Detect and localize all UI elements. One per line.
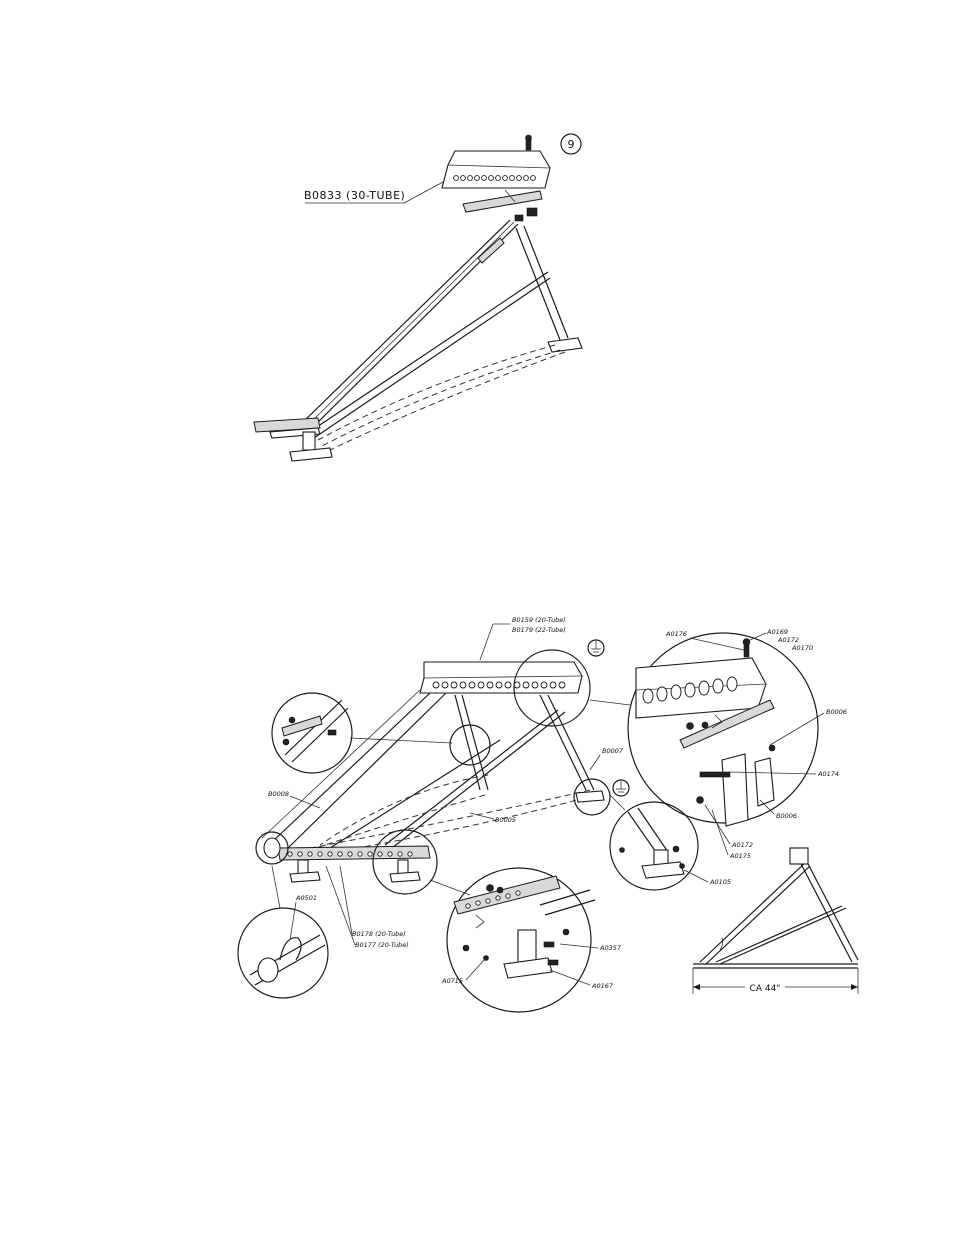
label-b0007: B0007	[602, 747, 624, 755]
ground-symbol-bottom	[612, 779, 630, 797]
detail-circle-rear-foot	[573, 778, 611, 816]
label-a0501: A0501	[295, 894, 317, 902]
base-rail-holes	[287, 851, 413, 857]
step-number: 9	[568, 138, 575, 151]
label-a0176: A0176	[665, 630, 687, 638]
label-b0006-detail-bottom: B0006	[776, 812, 797, 820]
manifold-header	[441, 134, 551, 189]
bottom-rail	[253, 417, 333, 462]
label-b0178: B0178 (20-Tube)	[352, 930, 406, 938]
header-tube-ports	[432, 681, 566, 689]
label-a0172-top: A0172	[777, 636, 799, 644]
top-figure: 9 B0833 (30-TUBE)	[253, 133, 583, 462]
step-number-badge: 9	[560, 133, 582, 155]
label-b0179: B0179 (22-Tube)	[512, 626, 566, 634]
base-rail	[277, 845, 431, 883]
label-a0169: A0169	[766, 628, 788, 636]
bottom-dashed-lines	[299, 774, 596, 857]
side-elevation-view: CA 44"	[692, 847, 859, 994]
label-b0005-brace: B0005	[495, 816, 516, 824]
detail-header-mount	[589, 632, 819, 827]
ground-dashed-lines	[317, 344, 566, 451]
label-a0170: A0170	[791, 644, 813, 652]
label-b0008: B0008	[268, 790, 289, 798]
label-a0715: A0715	[441, 977, 463, 985]
detail-rail-bracket-topleft	[271, 692, 453, 774]
top-rail-bracket	[462, 189, 543, 222]
detail-header-ports	[642, 676, 738, 704]
detail-tube-clip: A0501	[237, 865, 329, 999]
detail-circle-tube-end	[255, 831, 289, 865]
detail-circle-header	[513, 649, 591, 727]
label-a0105: A0105	[709, 878, 731, 886]
label-a0357: A0357	[599, 944, 622, 952]
label-a0174: A0174	[817, 770, 839, 778]
detail-rear-foot	[609, 794, 699, 891]
base-foot-detail-holes	[465, 890, 521, 909]
ground-symbol-top	[587, 639, 605, 657]
label-b0006-detail-top: B0006	[826, 708, 847, 716]
main-header-manifold	[419, 661, 583, 694]
detail-circle-rail-bolt	[449, 724, 491, 766]
label-a0175: A0175	[729, 852, 751, 860]
label-a0172-bottom: A0172	[731, 841, 753, 849]
header-callout-label: B0833 (30-TUBE)	[304, 189, 405, 202]
long-rail-left	[261, 689, 447, 849]
support-rails	[329, 694, 595, 849]
bottom-figure: B0159 (20-Tube) B0179 (22-Tube)	[237, 616, 859, 1013]
rear-leg	[515, 225, 583, 353]
manifold-tube-ports	[453, 175, 536, 181]
label-b0177: B0177 (20-Tube)	[355, 941, 409, 949]
detail-circle-base-foot	[372, 829, 438, 895]
label-a0167: A0167	[591, 982, 614, 990]
diagonal-brace	[304, 271, 551, 441]
label-b0159: B0159 (20-Tube)	[512, 616, 566, 624]
detail-base-foot	[429, 867, 596, 1013]
dimension-label: CA 44"	[750, 984, 781, 994]
